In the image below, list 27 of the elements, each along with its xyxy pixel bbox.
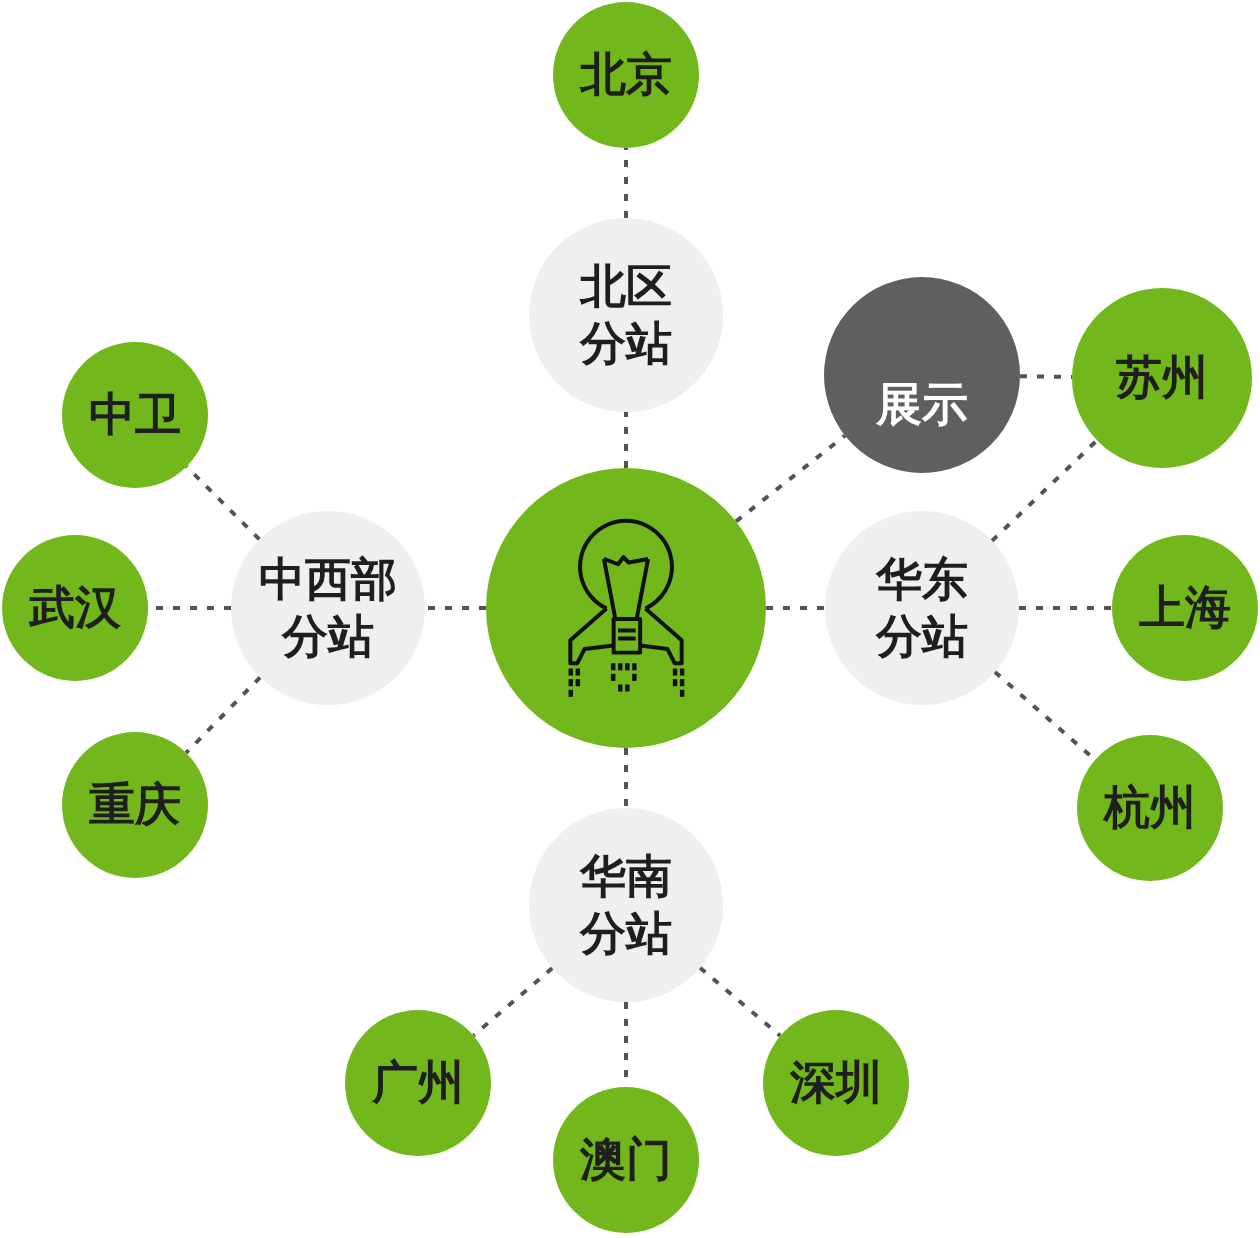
dotted-connector — [425, 606, 486, 610]
dotted-connector — [185, 465, 261, 541]
dotted-connector — [1019, 606, 1112, 610]
dotted-connector — [698, 966, 782, 1038]
node-label: 中西部分站 — [258, 550, 398, 665]
dotted-connector — [766, 606, 825, 610]
node-label: 深圳 — [790, 1054, 882, 1112]
node-label: 重庆 — [89, 776, 181, 834]
dotted-connector — [472, 966, 554, 1037]
dotted-connector — [624, 412, 628, 468]
node-label: 展示 — [876, 376, 968, 434]
node-label: 杭州 — [1104, 779, 1196, 837]
node-label: 武汉 — [29, 579, 121, 637]
dotted-connector — [624, 748, 628, 808]
node-label: 上海 — [1139, 579, 1231, 637]
node-label: 中卫 — [89, 386, 181, 444]
node-label: 北京 — [580, 46, 672, 104]
dotted-connector — [990, 438, 1099, 543]
dotted-connector — [734, 434, 847, 523]
node-label: 广州 — [372, 1054, 464, 1112]
node-label: 苏州 — [1116, 349, 1208, 407]
dotted-connector — [184, 675, 262, 755]
node-label: 华东分站 — [874, 550, 969, 665]
node-label: 华南分站 — [578, 847, 673, 962]
node-label: 北区分站 — [578, 257, 673, 372]
node-label: 澳门 — [580, 1131, 672, 1189]
dotted-connector — [624, 148, 628, 218]
